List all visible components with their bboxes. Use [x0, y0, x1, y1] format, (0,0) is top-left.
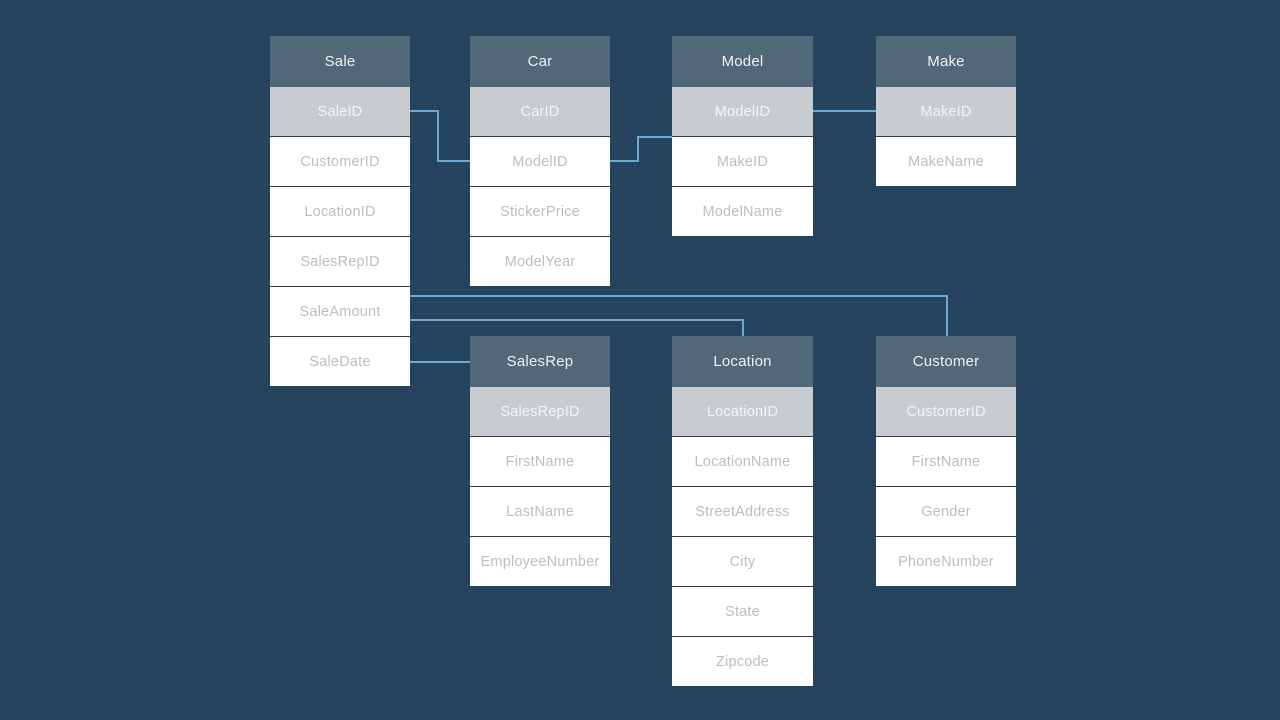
field-location-city[interactable]: City — [672, 536, 813, 586]
field-car-stickerprice[interactable]: StickerPrice — [470, 186, 610, 236]
field-sale-saleid[interactable]: SaleID — [270, 86, 410, 136]
field-model-modelname[interactable]: ModelName — [672, 186, 813, 236]
field-sale-saleamount[interactable]: SaleAmount — [270, 286, 410, 336]
field-car-carid[interactable]: CarID — [470, 86, 610, 136]
entity-title-customer: Customer — [876, 336, 1016, 386]
field-customer-customerid[interactable]: CustomerID — [876, 386, 1016, 436]
entity-title-car: Car — [470, 36, 610, 86]
entity-title-model: Model — [672, 36, 813, 86]
entity-title-sale: Sale — [270, 36, 410, 86]
field-model-makeid[interactable]: MakeID — [672, 136, 813, 186]
field-location-locationid[interactable]: LocationID — [672, 386, 813, 436]
field-location-locationname[interactable]: LocationName — [672, 436, 813, 486]
field-customer-firstname[interactable]: FirstName — [876, 436, 1016, 486]
field-salesrep-employeenumber[interactable]: EmployeeNumber — [470, 536, 610, 586]
field-location-zipcode[interactable]: Zipcode — [672, 636, 813, 686]
field-customer-phonenumber[interactable]: PhoneNumber — [876, 536, 1016, 586]
field-location-state[interactable]: State — [672, 586, 813, 636]
field-make-makeid[interactable]: MakeID — [876, 86, 1016, 136]
connector-car-to-sale — [409, 110, 471, 162]
field-sale-salesrepid[interactable]: SalesRepID — [270, 236, 410, 286]
field-salesrep-firstname[interactable]: FirstName — [470, 436, 610, 486]
connector-sale-to-location — [409, 319, 744, 337]
field-sale-customerid[interactable]: CustomerID — [270, 136, 410, 186]
field-make-makename[interactable]: MakeName — [876, 136, 1016, 186]
field-sale-saledate[interactable]: SaleDate — [270, 336, 410, 386]
field-car-modelid[interactable]: ModelID — [470, 136, 610, 186]
field-car-modelyear[interactable]: ModelYear — [470, 236, 610, 286]
entity-title-salesrep: SalesRep — [470, 336, 610, 386]
field-salesrep-lastname[interactable]: LastName — [470, 486, 610, 536]
connector-car-to-model — [609, 136, 673, 162]
connector-sale-to-customer — [409, 295, 948, 337]
field-sale-locationid[interactable]: LocationID — [270, 186, 410, 236]
field-location-streetaddress[interactable]: StreetAddress — [672, 486, 813, 536]
field-model-modelid[interactable]: ModelID — [672, 86, 813, 136]
entity-title-location: Location — [672, 336, 813, 386]
field-salesrep-salesrepid[interactable]: SalesRepID — [470, 386, 610, 436]
entity-title-make: Make — [876, 36, 1016, 86]
field-customer-gender[interactable]: Gender — [876, 486, 1016, 536]
